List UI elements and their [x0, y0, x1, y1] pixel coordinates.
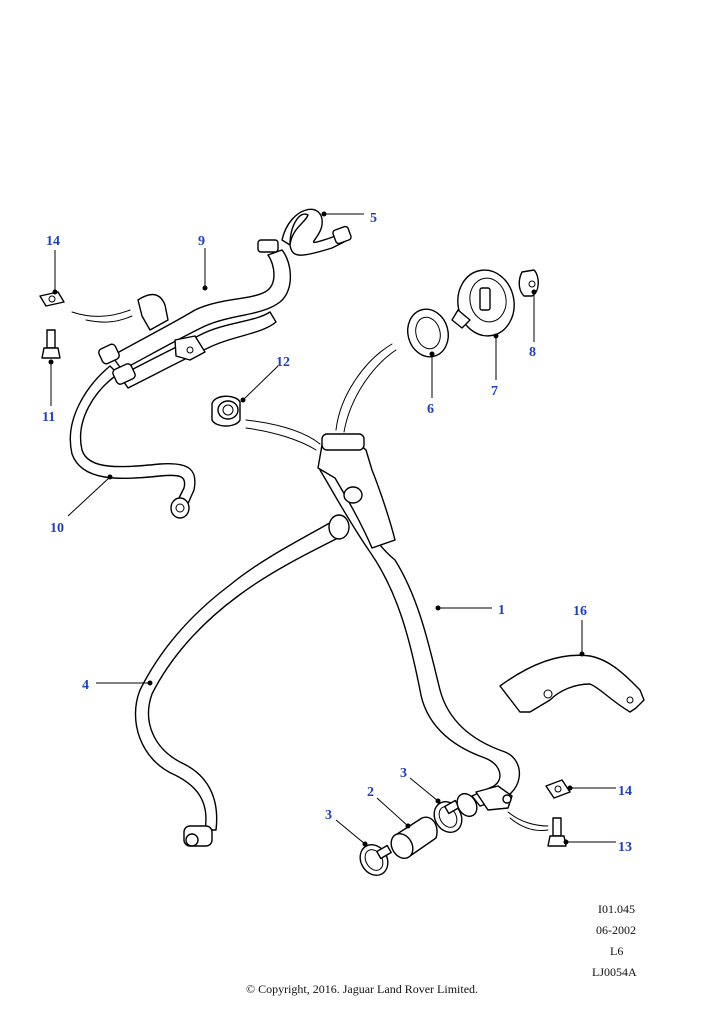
part-4-breather-hose	[134, 514, 350, 847]
callout-14-upper: 14	[46, 234, 60, 249]
part-12-grommet	[211, 395, 241, 427]
callout-16: 16	[573, 604, 587, 619]
callout-8: 8	[529, 345, 536, 360]
part-9-twin-pipe	[98, 239, 292, 389]
callout-6: 6	[427, 402, 434, 417]
pipe-outlet-end	[456, 792, 478, 818]
part-7-filler-cap	[451, 269, 515, 337]
copyright-notice: © Copyright, 2016. Jaguar Land Rover Lim…	[245, 982, 479, 996]
part-8-tether-clip	[518, 269, 539, 297]
part-6-retaining-ring	[407, 308, 449, 358]
callout-3-lower: 3	[325, 808, 332, 823]
part-5-vapour-line	[281, 208, 352, 256]
illustration-date: 06-2002	[596, 923, 636, 937]
callout-4: 4	[82, 678, 89, 693]
part-1-filler-pipe	[317, 433, 521, 811]
part-11-bolt	[41, 329, 61, 359]
engine-variant: L6	[610, 944, 624, 958]
callout-labels: 1 2 3 3 4 5 6 7 8 9 10 11 12 13 14 14 16	[42, 211, 632, 855]
callout-12: 12	[276, 355, 290, 370]
callout-10: 10	[50, 521, 64, 536]
part-14-nut-clip-upper	[39, 291, 65, 307]
illustration-code: LJ0054A	[592, 965, 637, 979]
part-14-nut-clip-lower	[545, 779, 571, 799]
callout-5: 5	[370, 211, 377, 226]
part-10-pipe	[69, 363, 196, 519]
callout-1: 1	[498, 603, 505, 618]
part-3-hose-clip-lower	[359, 843, 392, 877]
callout-2: 2	[367, 785, 374, 800]
phantom-lines	[71, 309, 549, 831]
callout-14-lower: 14	[618, 784, 632, 799]
part-16-heat-shield	[499, 654, 645, 713]
callout-7: 7	[491, 384, 498, 399]
callout-3-upper: 3	[400, 766, 407, 781]
callout-13: 13	[618, 840, 632, 855]
callout-9: 9	[198, 234, 205, 249]
callout-11: 11	[42, 410, 55, 425]
leader-lines	[48, 211, 616, 847]
illustration-reference: I01.045	[598, 902, 635, 916]
part-13-bolt	[547, 817, 567, 847]
part-2-hose-connector	[390, 816, 438, 860]
